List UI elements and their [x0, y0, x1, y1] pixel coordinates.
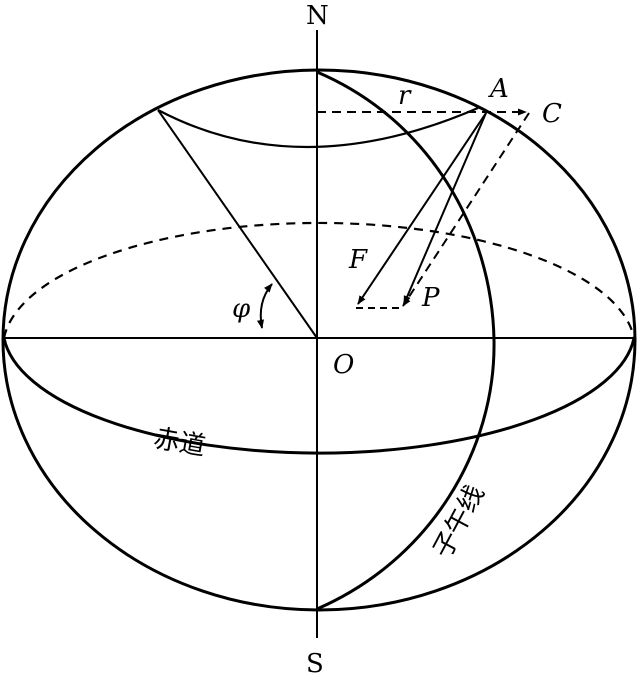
label-radius: r	[398, 81, 412, 111]
label-point-c: C	[542, 99, 562, 129]
equator-front-arc	[2, 337, 636, 455]
meridian-curve	[316, 70, 496, 611]
label-point-a: A	[488, 74, 509, 104]
label-south: S	[306, 649, 324, 679]
label-meridian: 子午线	[428, 480, 491, 563]
label-center: O	[333, 350, 354, 380]
label-north: N	[306, 1, 329, 31]
force-f-arrow	[357, 112, 487, 305]
latitude-circle-front	[157, 106, 479, 149]
latitude-angle-arc	[256, 283, 273, 329]
label-force-p: P	[421, 283, 440, 313]
label-force-f: F	[348, 245, 368, 275]
globe-outline	[1, 68, 637, 612]
equator-back-arc	[2, 221, 636, 339]
c-to-p-dashed	[402, 112, 530, 307]
force-p-arrow	[403, 112, 487, 305]
latitude-radius-line	[157, 109, 318, 339]
label-equator: 赤道	[151, 424, 207, 463]
label-latitude-angle: φ	[232, 294, 251, 324]
